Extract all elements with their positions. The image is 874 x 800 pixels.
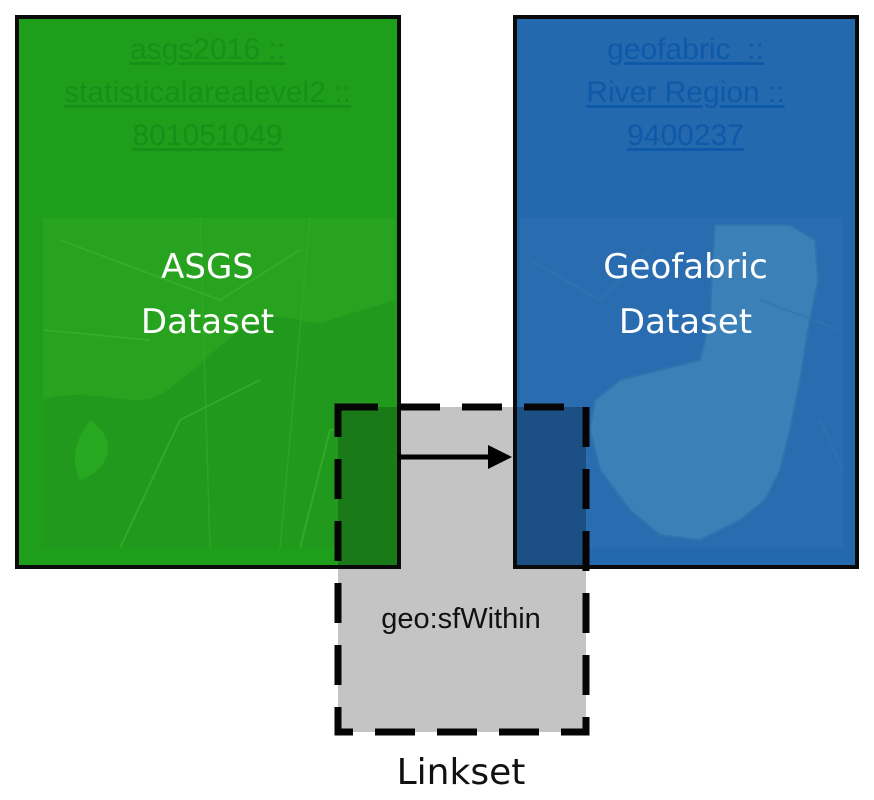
- asgs-title-line-1: ASGS: [161, 247, 254, 287]
- geofabric-title-line-1: Geofabric: [603, 247, 768, 287]
- geofabric-box-outline: [513, 15, 859, 569]
- asgs-link-line-3[interactable]: 801051049: [132, 119, 283, 152]
- linkset-box-outline: [334, 403, 590, 736]
- asgs-resource-link[interactable]: asgs2016 :: statisticalarealevel2 :: 801…: [20, 28, 395, 157]
- geofabric-linkset-overlap: [517, 407, 586, 565]
- geofabric-link-line-1[interactable]: geofabric ::: [607, 33, 764, 66]
- geofabric-link-line-2[interactable]: River Region ::: [586, 76, 785, 109]
- asgs-box-outline: [15, 15, 401, 569]
- asgs-title-line-2: Dataset: [140, 302, 275, 342]
- geofabric-link-line-3[interactable]: 9400237: [627, 119, 744, 152]
- geofabric-dataset-title: Geofabric Dataset: [518, 240, 853, 350]
- asgs-map-thumbnail: [43, 218, 395, 548]
- linkset-label: Linkset: [396, 752, 526, 793]
- arrow-right-icon: [398, 445, 512, 469]
- geofabric-resource-link[interactable]: geofabric :: River Region :: 9400237: [518, 28, 853, 157]
- asgs-link-line-1[interactable]: asgs2016 ::: [129, 33, 286, 66]
- geofabric-title-line-2: Dataset: [618, 302, 753, 342]
- linkset-predicate: geo:sfWithin: [381, 603, 541, 635]
- asgs-link-line-2[interactable]: statisticalarealevel2 ::: [64, 76, 351, 109]
- asgs-dataset-title: ASGS Dataset: [20, 240, 395, 350]
- asgs-linkset-overlap: [338, 407, 397, 565]
